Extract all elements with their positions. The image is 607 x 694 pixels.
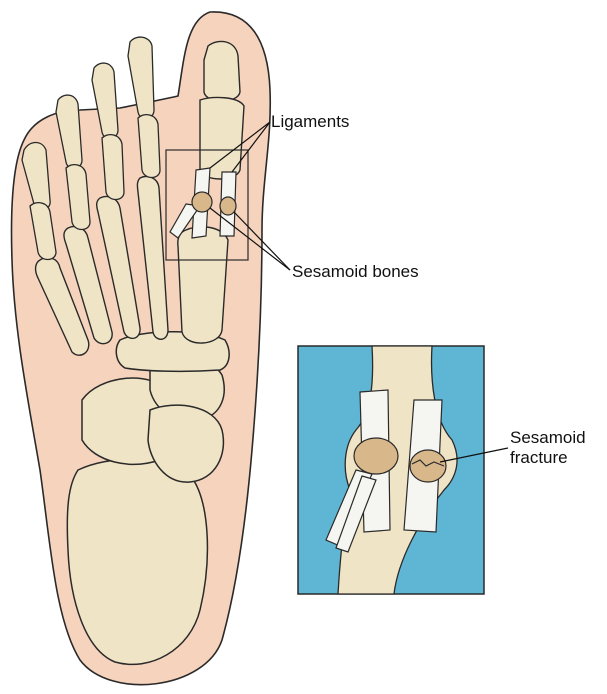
fracture-label-line1: Sesamoid	[510, 428, 586, 448]
sesamoid-bone-lateral	[220, 197, 236, 215]
inset-fracture-detail	[298, 346, 484, 594]
sesamoid-fracture-label: Sesamoid fracture	[510, 428, 586, 468]
sesamoid-bones-label: Sesamoid bones	[292, 262, 419, 282]
fracture-label-line2: fracture	[510, 448, 586, 468]
inset-sesamoid-fractured	[410, 450, 446, 482]
calcaneus-bone	[67, 459, 207, 664]
sesamoid-bone-medial	[192, 192, 212, 212]
ligaments-label: Ligaments	[271, 112, 349, 132]
inset-sesamoid-intact	[354, 438, 398, 474]
